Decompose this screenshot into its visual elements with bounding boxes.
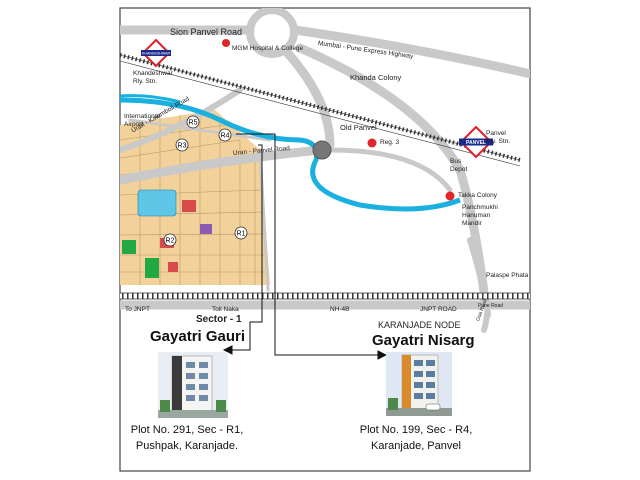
sector-markers: R5 R4 R3 R2 R1 [163, 115, 248, 247]
sector-marker-r1: R1 [234, 226, 248, 240]
international-airport-label: International Airport [124, 113, 160, 128]
panvel-station-badge: PANVEL [459, 125, 493, 159]
sector-marker-r3-text: R3 [178, 143, 187, 150]
nh4b-label: NH-4B [330, 306, 350, 313]
khandeshwar-station-badge: KHANDESHWAR [141, 38, 171, 68]
pune-road-label: Pune Road [478, 303, 504, 309]
takka-colony-label: Takka Colony [458, 192, 498, 199]
gauri-address-line1: Plot No. 291, Sec - R1, [130, 424, 244, 436]
karanjade-node-label: KARANJADE NODE [378, 320, 461, 330]
project-title-gauri: Gayatri Gauri [150, 328, 246, 345]
panvel-badge-text: PANVEL [466, 140, 486, 146]
sector-marker-r1-text: R1 [237, 231, 246, 238]
sector-marker-r4: R4 [218, 128, 232, 142]
sector-marker-r3: R3 [175, 138, 189, 152]
sector1-label: Sector - 1 [196, 314, 242, 325]
old-panvel-junction [312, 140, 332, 160]
mgm-hospital-marker [222, 39, 230, 47]
to-jnpt-label: To JNPT [125, 306, 150, 313]
reg3-label: Reg. 3 [380, 139, 400, 146]
nisarg-address-line1: Plot No. 199, Sec - R4, [359, 424, 473, 436]
old-panvel-label: Old Panvel [340, 123, 377, 132]
railway-line [120, 53, 521, 167]
jnpt-road-label: JNPT ROAD [420, 306, 457, 313]
karanjade-plots [120, 110, 270, 285]
sector-marker-r4-text: R4 [221, 133, 230, 140]
takka-colony-marker [445, 191, 455, 201]
reg3-marker [367, 138, 377, 148]
gayatri-nisarg-building-image [386, 352, 452, 416]
panchmukhi-mandir-label: Panchmukhi Hanuman Mandir [462, 204, 498, 227]
khandeshwar-station-label: Khandeshwar Rly. Stn. [133, 70, 173, 85]
panvel-station-label: Panvel Rly. Stn. [486, 130, 511, 145]
palaspe-phata-label: Palaspe Phata [486, 272, 529, 279]
pointer-lines [222, 133, 388, 360]
sector-marker-r5-text: R5 [189, 120, 198, 127]
project-title-nisarg: Gayatri Nisarg [372, 332, 475, 349]
gayatri-gauri-building-image [158, 352, 228, 418]
road-network [120, 8, 530, 333]
gauri-address-line2: Pushpak, Karanjade. [135, 440, 239, 452]
sector-marker-r2-text: R2 [166, 238, 175, 245]
mgm-hospital-label: MGM Hospital & College [232, 45, 304, 52]
sector-marker-r2: R2 [163, 233, 177, 247]
bus-depot-label: Bus Depot [450, 158, 468, 173]
sector-marker-r5: R5 [186, 115, 200, 129]
sion-panvel-road-label: Sion Panvel Road [170, 27, 243, 37]
nisarg-address-line2: Karanjade, Panvel [371, 440, 461, 452]
railway-bottom [120, 292, 530, 300]
khanda-colony-label: Khanda Colony [350, 73, 402, 82]
khandeshwar-badge-text: KHANDESHWAR [142, 52, 171, 56]
toll-naka-label: Toll Naka [212, 306, 239, 313]
